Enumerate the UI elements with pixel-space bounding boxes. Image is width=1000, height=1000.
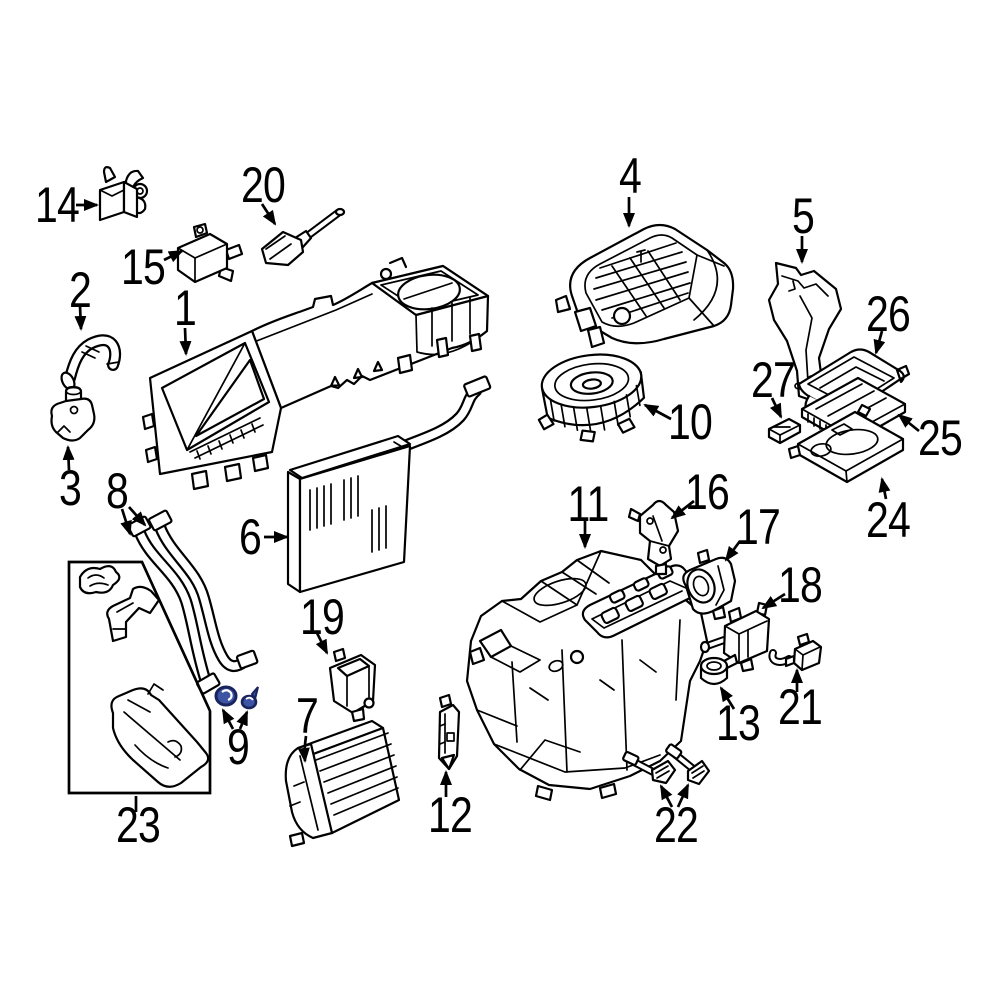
part-1-label: 1 xyxy=(174,280,197,336)
part-4-label: 4 xyxy=(619,148,642,204)
part-5-label: 5 xyxy=(792,188,815,244)
part-24-filter-housing-drawing xyxy=(787,403,905,484)
part-13-label: 13 xyxy=(716,695,761,751)
part-20-label: 20 xyxy=(241,157,286,213)
part-19-actuator-drawing xyxy=(328,647,377,723)
part-21-label: 21 xyxy=(778,679,823,735)
part-18-label: 18 xyxy=(778,557,823,613)
part-7-label: 7 xyxy=(296,688,319,744)
part-23-kit-box-drawing xyxy=(67,560,212,795)
part-17-actuator-drawing xyxy=(682,548,737,621)
part-8-label: 8 xyxy=(106,463,129,519)
part-14-valve-drawing xyxy=(98,166,149,222)
part-6-evaporator-drawing xyxy=(286,375,492,594)
part-3-grommet-drawing xyxy=(50,385,96,442)
part-20-sensor-drawing xyxy=(260,207,346,267)
part-9-orings-drawing xyxy=(214,685,259,710)
part-15-actuator-drawing xyxy=(176,222,244,284)
part-10-blower-motor-drawing xyxy=(537,353,646,443)
part-13-sensor-drawing xyxy=(699,653,739,686)
part-16-actuator-drawing xyxy=(627,499,680,576)
part-4-intake-drawing xyxy=(554,223,735,349)
part-1-housing-drawing xyxy=(141,256,490,491)
part-12-label: 12 xyxy=(428,787,473,843)
part-24-label: 24 xyxy=(866,492,911,548)
part-22-label: 22 xyxy=(654,797,699,853)
part-15-label: 15 xyxy=(121,239,166,295)
part-23-label: 23 xyxy=(116,797,161,853)
part-17-label: 17 xyxy=(736,499,781,555)
part-26-label: 26 xyxy=(866,286,911,342)
part-3-label: 3 xyxy=(59,460,82,516)
leader-arrows xyxy=(62,197,920,812)
part-10-label: 10 xyxy=(668,394,713,450)
part-19-label: 19 xyxy=(300,589,345,645)
part-27-clip-drawing xyxy=(767,417,802,445)
part-11-heater-case-drawing xyxy=(465,549,709,802)
part-14-label: 14 xyxy=(35,177,80,233)
part-2-label: 2 xyxy=(69,262,92,318)
part-22-sensors-drawing xyxy=(622,743,711,786)
part-7-heater-core-drawing xyxy=(284,719,401,848)
part-6-label: 6 xyxy=(239,509,262,565)
part-16-label: 16 xyxy=(685,464,730,520)
part-2-hose-drawing xyxy=(60,334,122,391)
part-8-hoses-drawing xyxy=(126,509,259,695)
part-25-label: 25 xyxy=(918,410,963,466)
part-12-bracket-drawing xyxy=(437,693,461,771)
part-21-sensor-drawing xyxy=(768,632,823,672)
part-27-label: 27 xyxy=(751,352,796,408)
part-9-label: 9 xyxy=(227,719,250,775)
part-11-label: 11 xyxy=(567,476,610,532)
